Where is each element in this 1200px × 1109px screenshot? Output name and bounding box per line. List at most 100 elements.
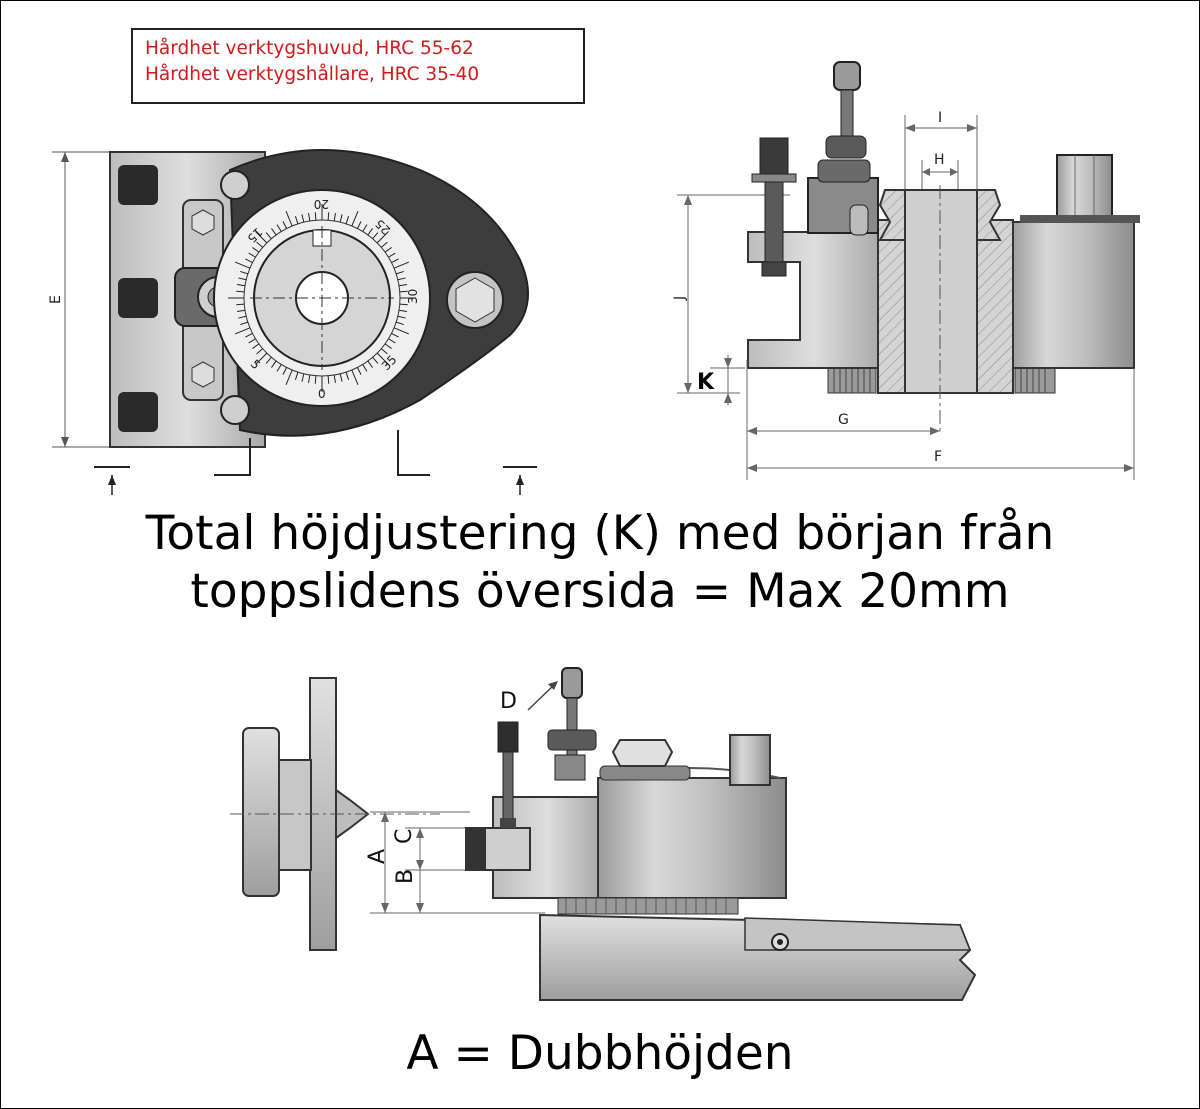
dial-tick (397, 315, 406, 319)
dim-label-b: B (393, 869, 418, 884)
dial-tick (236, 309, 246, 312)
dial-tick (236, 303, 245, 306)
dim-label-e: E (48, 295, 64, 304)
dial-tick (234, 327, 251, 335)
dial-tick (276, 224, 282, 232)
dial-tick (333, 374, 336, 384)
dial-tick (327, 212, 330, 221)
dial-tick (362, 364, 368, 372)
dial-tick (367, 360, 373, 368)
main-caption: Total höjdjustering (K) med början från … (0, 505, 1200, 621)
dial-tick (236, 290, 245, 293)
dial-tick (252, 247, 260, 253)
dial-tick (285, 369, 293, 386)
dial-tick (384, 247, 392, 253)
dial-tick (301, 214, 305, 223)
dial-tick (238, 277, 247, 281)
side-view-drawing: A C B D (230, 667, 977, 1001)
dial-tick (236, 284, 246, 287)
dial-tick (327, 375, 330, 384)
dial-tick (356, 221, 362, 229)
dial-tick (393, 327, 410, 335)
dial-tick (238, 315, 247, 319)
hardness-note-line-1: Hårdhet verktygshuvud, HRC 55-62 (145, 38, 474, 59)
dial-tick (372, 356, 379, 364)
dial-tick (285, 210, 293, 227)
bottom-caption: A = Dubbhöjden (406, 1026, 794, 1081)
dim-label-g: G (838, 412, 849, 428)
dial-tick (301, 373, 305, 382)
dial-tick (376, 352, 389, 365)
dial-tick (240, 270, 248, 275)
dial-tick (345, 216, 350, 224)
dial-tick (388, 252, 396, 258)
dial-tick (271, 360, 277, 368)
dial-tick (339, 214, 343, 223)
dial-tick (351, 210, 359, 227)
dial-tick (314, 375, 317, 384)
dial-tick (294, 216, 299, 224)
dial-ticks (228, 204, 416, 392)
dial-tick (372, 232, 379, 240)
dial-tick (356, 367, 362, 375)
dial-tick (376, 231, 389, 244)
dial-tick (248, 252, 256, 258)
dial-tick (234, 261, 251, 269)
dial-tick (396, 270, 404, 275)
hardness-note-line-2: Hårdhet verktygshållare, HRC 35-40 (145, 64, 480, 85)
dial-tick (265, 356, 272, 364)
dial-tick (248, 338, 256, 344)
dim-label-f: F (934, 449, 942, 465)
section-view-drawing: I H J K (672, 61, 1140, 480)
dial-tick (255, 231, 268, 244)
main-caption-line-1: Total höjdjustering (K) med början från (145, 506, 1055, 561)
dial-tick (282, 367, 288, 375)
dim-label-d: D (500, 689, 517, 714)
dial-tick (294, 372, 299, 380)
dial-tick (399, 303, 408, 306)
dial-tick (245, 332, 253, 338)
dial-tick (339, 373, 343, 382)
dial-tick (282, 221, 288, 229)
dial-tick (333, 212, 336, 222)
dial-tick (256, 241, 264, 248)
dial-tick (380, 241, 388, 248)
dial-number-0: 0 (318, 387, 326, 401)
dim-label-c: C (392, 829, 417, 844)
dial-tick (398, 309, 408, 312)
top-view-drawing: E 20 15 25 30 35 0 5 (48, 149, 537, 495)
dial-number-30: 30 (406, 289, 420, 304)
dial-tick (351, 369, 359, 386)
dial-tick (265, 232, 272, 240)
dial-tick (384, 343, 392, 349)
dial-tick (276, 364, 282, 372)
dial-tick (308, 374, 311, 384)
dial-tick (397, 277, 406, 281)
dim-label-k: K (697, 370, 715, 395)
dial-tick (393, 261, 410, 269)
dial-tick (388, 338, 396, 344)
dial-tick (252, 343, 260, 349)
dial-tick (367, 228, 373, 236)
dim-label-j: J (672, 296, 688, 301)
dial-tick (314, 212, 317, 221)
dial-tick (240, 321, 248, 326)
dim-label-h: H (934, 152, 945, 168)
dial-number-20: 20 (314, 197, 329, 211)
dial-tick (245, 258, 253, 264)
dial-tick (396, 321, 404, 326)
main-caption-line-2: toppslidens översida = Max 20mm (190, 564, 1010, 619)
hardness-note-box: Hårdhet verktygshuvud, HRC 55-62 Hårdhet… (131, 28, 585, 104)
dial-tick (391, 258, 399, 264)
dial-tick (380, 348, 388, 355)
dial-tick (391, 332, 399, 338)
dim-label-i: I (938, 110, 942, 126)
dial-tick (345, 372, 350, 380)
dim-label-a: A (365, 849, 390, 864)
dial-tick (398, 284, 408, 287)
dial-tick (399, 290, 408, 293)
dial-tick (256, 348, 264, 355)
dial-tick (308, 212, 311, 222)
dial-tick (271, 228, 277, 236)
